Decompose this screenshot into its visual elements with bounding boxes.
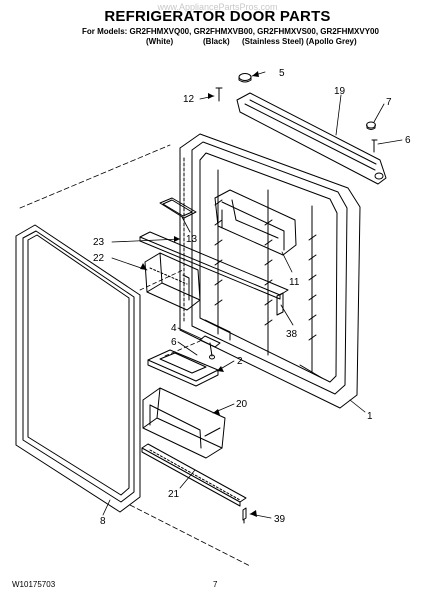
callout-38: 38: [286, 329, 298, 340]
callout-1: 1: [367, 411, 373, 422]
callout-6-lower: 6: [171, 337, 177, 348]
bottom-trim-part: [141, 443, 247, 507]
door-top-cap-part: [236, 92, 387, 185]
finish-black: (Black): [203, 37, 230, 46]
hinge-screw-part: [371, 139, 378, 153]
callout-5: 5: [279, 68, 285, 79]
finish-apollo: (Apollo Grey): [306, 37, 357, 46]
leader-arrowheads: [140, 71, 259, 517]
callout-19: 19: [334, 86, 346, 97]
callout-8: 8: [100, 516, 106, 527]
door-liner-part: [179, 133, 361, 409]
upper-door-shelf-part: [214, 189, 297, 256]
callout-2: 2: [237, 356, 243, 367]
hinge-cap-part: [366, 121, 376, 130]
screw-part: [199, 335, 221, 360]
clip-part: [276, 292, 284, 316]
callout-12: 12: [183, 94, 195, 105]
finish-white: (White): [146, 37, 174, 46]
leader-lines: [19, 71, 403, 567]
callout-11: 11: [289, 277, 300, 288]
callout-4: 4: [171, 323, 177, 334]
callout-23: 23: [93, 237, 105, 248]
bottom-bin-part: [142, 387, 226, 459]
shelf-bar-part: [139, 231, 289, 300]
callout-21: 21: [168, 489, 180, 500]
callout-20: 20: [236, 399, 248, 410]
diagram-title: REFRIGERATOR DOOR PARTS: [104, 8, 331, 25]
callout-6-top: 6: [405, 135, 411, 146]
door-gasket-part: [15, 224, 141, 513]
model-list: For Models: GR2FHMXVQ00, GR2FHMXVB00, GR…: [82, 27, 379, 36]
lower-door-shelf-part: [147, 349, 219, 387]
small-bin-part: [159, 197, 197, 219]
small-screw-part: [242, 507, 247, 524]
plug-part: [238, 73, 252, 83]
callout-22: 22: [93, 253, 105, 264]
callout-39: 39: [274, 514, 286, 525]
page-number: 7: [213, 580, 218, 589]
callout-7: 7: [386, 97, 392, 108]
watermark-text: www.AppliancePartsPros.com: [157, 2, 278, 12]
document-number: W10175703: [12, 580, 56, 589]
top-screw-part: [215, 87, 223, 102]
finish-stainless: (Stainless Steel): [242, 37, 304, 46]
callout-13: 13: [186, 234, 198, 245]
dairy-door-part: [144, 252, 201, 311]
